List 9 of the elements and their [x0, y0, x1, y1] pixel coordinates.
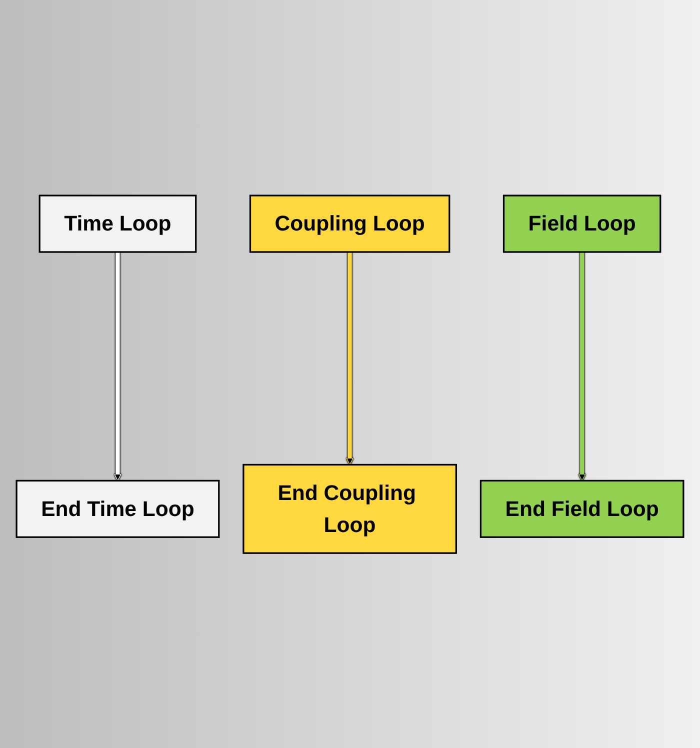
arrow — [346, 252, 354, 465]
node-box: Coupling Loop — [249, 194, 450, 252]
arrow — [114, 252, 122, 481]
arrow — [578, 252, 586, 481]
node-box: End Coupling Loop — [242, 464, 457, 554]
node-box: End Time Loop — [16, 480, 220, 538]
node-box: Time Loop — [38, 194, 197, 252]
node-box: Field Loop — [502, 194, 662, 252]
node-box: End Field Loop — [480, 480, 684, 538]
